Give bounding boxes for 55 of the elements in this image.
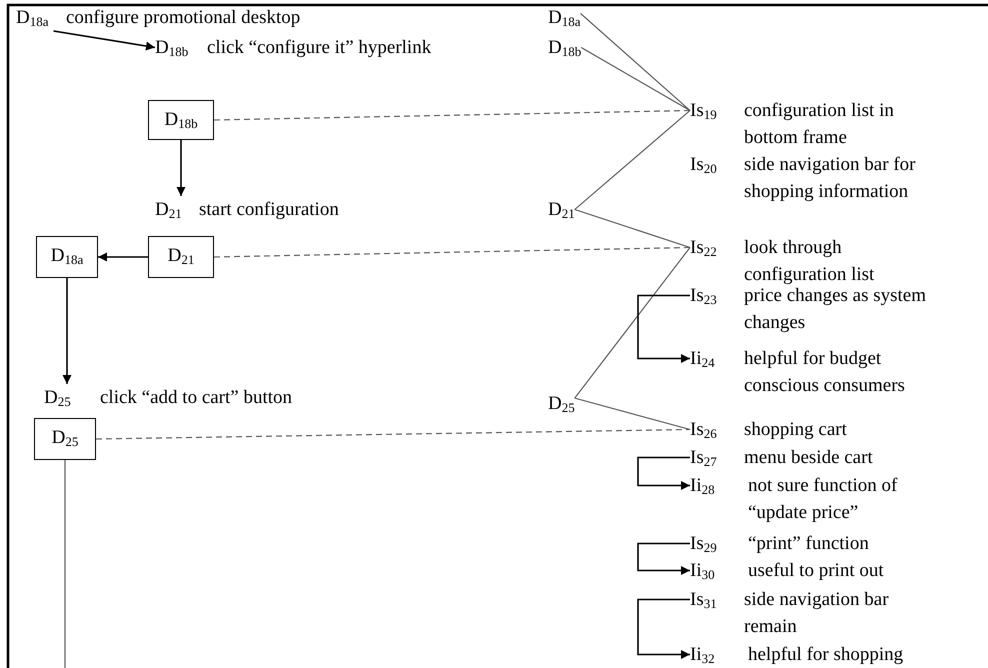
connector-line <box>574 247 690 398</box>
code-label: D$_{25}$ <box>548 390 575 417</box>
description-text: price changes as system changes <box>744 284 928 335</box>
description-text: start configuration <box>199 198 339 222</box>
code-label: D$_{21}$ <box>548 196 575 223</box>
arrow <box>53 30 156 50</box>
code-label: Is$_{22}$ <box>690 236 718 261</box>
code-label: Is$_{29}$ <box>690 532 718 557</box>
arrow <box>62 278 72 384</box>
description-text: configure promotional desktop <box>66 6 300 30</box>
code-label: Is$_{23}$ <box>690 284 718 309</box>
connector-line <box>574 110 690 210</box>
arrow <box>176 140 186 196</box>
arrow <box>637 598 690 659</box>
code-label: D$_{18a}$ <box>16 6 50 31</box>
description-text: menu beside cart <box>744 446 874 470</box>
description-text: click “configure it” hyperlink <box>207 36 432 60</box>
code-label: Is$_{31}$ <box>690 588 718 613</box>
description-text: helpful for shopping <box>748 643 904 667</box>
code-label: D$_{18a}$ <box>548 4 581 31</box>
connector-line <box>64 460 66 668</box>
code-label: Is$_{27}$ <box>690 446 718 471</box>
code-label: Ii$_{24}$ <box>690 347 716 372</box>
connector-line <box>580 47 690 111</box>
arrow <box>637 294 690 363</box>
description-text: shopping cart <box>744 418 848 442</box>
code-box: D$_{18b}$ <box>148 100 214 140</box>
dashed-connector <box>214 246 690 258</box>
code-label: Is$_{26}$ <box>690 418 718 443</box>
code-label: Is$_{19}$ <box>690 99 718 124</box>
code-box: D$_{25}$ <box>34 418 96 460</box>
description-text: side navigation bar for shopping information <box>744 153 916 204</box>
code-label: D$_{18b}$ <box>548 34 582 61</box>
arrow <box>637 542 690 575</box>
connector-line <box>574 208 690 248</box>
connector-line <box>580 13 690 111</box>
code-label: D$_{21}$ <box>155 198 183 223</box>
dashed-connector <box>96 428 690 440</box>
code-label: D$_{25}$ <box>44 386 72 411</box>
description-text: “print” function <box>748 532 870 556</box>
code-label: Ii$_{30}$ <box>690 559 716 584</box>
code-label: D$_{18b}$ <box>155 36 190 61</box>
code-box: D$_{18a}$ <box>36 236 98 278</box>
connector-line <box>574 398 690 430</box>
dashed-connector <box>214 110 690 121</box>
code-box: D$_{21}$ <box>148 236 214 278</box>
code-label: Is$_{20}$ <box>690 153 718 178</box>
code-label: Ii$_{28}$ <box>690 474 716 499</box>
code-label: Ii$_{32}$ <box>690 643 716 668</box>
description-text: useful to print out <box>748 559 885 583</box>
description-text: click “add to cart” button <box>100 386 292 410</box>
arrow <box>98 252 148 262</box>
description-text: helpful for budget conscious consumers <box>744 347 906 398</box>
arrow <box>637 456 690 490</box>
description-text: not sure function of “update price” <box>748 474 898 525</box>
